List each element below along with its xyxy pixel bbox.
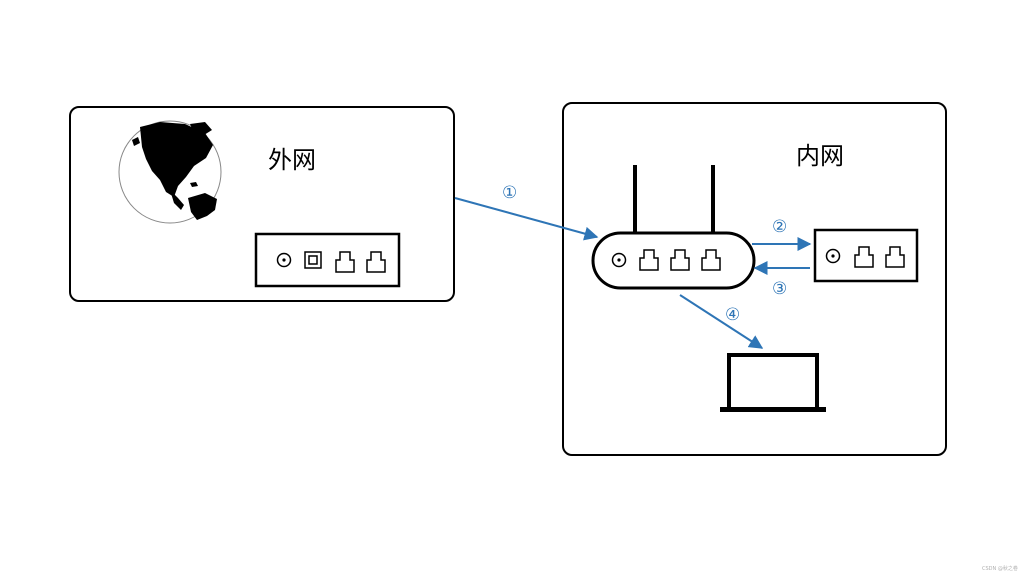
laptop-icon xyxy=(720,353,826,412)
globe-icon xyxy=(118,120,222,224)
inner-network-label: 内网 xyxy=(796,142,844,170)
watermark: CSDN @秋之卷 xyxy=(982,565,1018,572)
step-label-2: ② xyxy=(772,217,787,237)
flow-arrows xyxy=(454,197,812,349)
modem-icon xyxy=(254,232,401,288)
step-label-1: ① xyxy=(502,183,517,203)
switch-icon xyxy=(813,228,919,283)
outer-network-label: 外网 xyxy=(268,146,316,174)
router-icon xyxy=(591,165,756,290)
step-label-4: ④ xyxy=(725,305,740,325)
step-label-3: ③ xyxy=(772,279,787,299)
outer-network-panel: 外网 xyxy=(69,106,455,302)
inner-network-panel: 内网 xyxy=(562,102,947,456)
arrow-step-1 xyxy=(454,197,599,241)
arrow-step-4 xyxy=(679,294,764,349)
